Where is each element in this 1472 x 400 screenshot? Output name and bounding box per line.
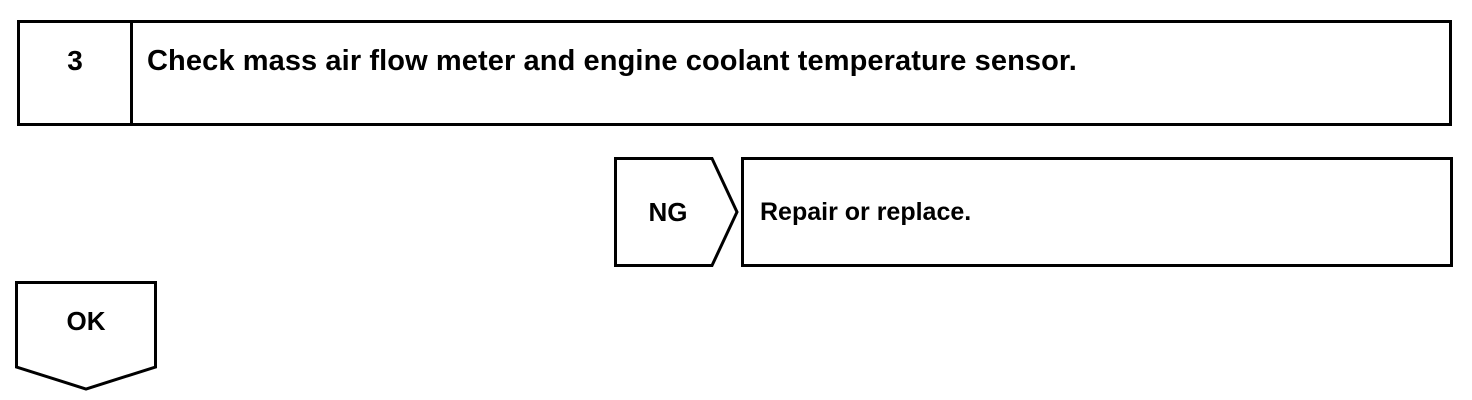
step-number: 3 bbox=[20, 23, 133, 123]
ok-arrow-shape bbox=[15, 281, 157, 391]
ng-action-text: Repair or replace. bbox=[760, 197, 972, 226]
step-box: 3 Check mass air flow meter and engine c… bbox=[17, 20, 1452, 126]
step-title: Check mass air flow meter and engine coo… bbox=[147, 45, 1077, 77]
ng-arrow-shape bbox=[614, 157, 739, 267]
ok-label: OK bbox=[66, 305, 106, 336]
ng-action-box: Repair or replace. bbox=[741, 157, 1453, 267]
ng-label: NG bbox=[648, 196, 688, 227]
